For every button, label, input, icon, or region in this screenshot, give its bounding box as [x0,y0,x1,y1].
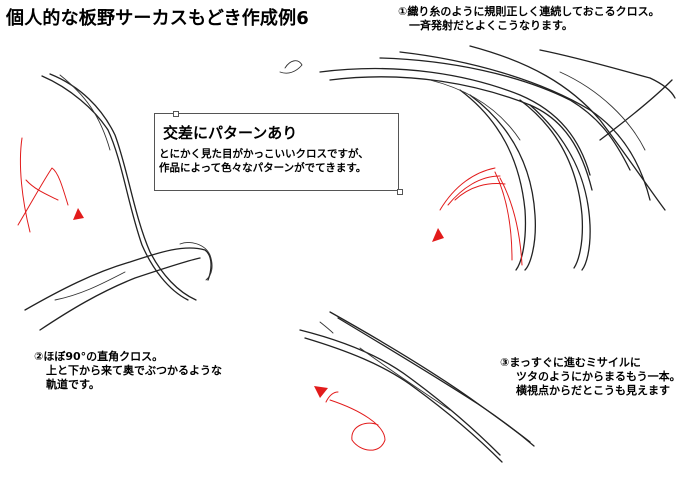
sketch-stroke [429,79,521,141]
sketch-stroke [279,60,303,74]
motion-arrow-stroke [19,137,31,233]
sketch-stroke [337,317,535,447]
note-line: ツタのようにからまるもう一本。 [516,370,680,383]
motion-arrow-stroke [499,177,523,266]
example-2-sketch [24,73,213,331]
example-3-arrow [314,386,386,451]
example-1-sketch [279,45,676,271]
callout-body: とにかく見た目がかっこいいクロスですが、 作品によって色々なパターンがでてきます… [159,147,369,175]
sketch-stroke [399,51,651,201]
motion-arrow-stroke [325,391,339,403]
sketch-stroke [469,94,536,271]
sketch-stroke [379,57,631,171]
callout-heading: 交差にパターンあり [163,124,298,142]
sketch-stroke [319,67,591,176]
example-3-sketch [299,311,535,463]
motion-arrow-stroke [454,183,506,201]
sketch-stroke [469,45,666,211]
callout-resize-handle [173,111,179,117]
motion-arrow-stroke [25,179,59,201]
note-line: 横視点からだとこうも見えます [516,384,670,397]
page-title: 個人的な板野サーカスもどき作成例6 [6,8,310,29]
sketch-stroke [49,73,197,301]
sketch-stroke [459,89,527,271]
callout-line: とにかく見た目がかっこいいクロスですが、 [159,148,369,160]
callout-resize-handle [397,189,403,195]
sketch-stroke [529,104,591,271]
sketch-stroke [519,99,584,269]
motion-arrow-stroke [494,171,513,261]
motion-arrow-stroke [17,167,69,226]
sketch-stroke [179,242,213,281]
sketch-stroke [299,329,501,456]
callout-box: 交差にパターンあり とにかく見た目がかっこいいクロスですが、 作品によって色々な… [154,113,399,191]
note-line: ②ほぼ90°の直角クロス。 [34,350,164,363]
note-weave-cross: ①織り糸のように規則正しく連続しておこるクロス。 一斉発射だとよくこうなります。 [398,5,660,33]
note-line: 軌道です。 [46,378,100,391]
sketch-stroke [41,75,189,301]
sketch-stroke [539,49,676,99]
sketch-stroke [59,74,111,151]
sketch-stroke [359,347,451,411]
note-line: 一斉発射だとよくこうなります。 [409,19,573,32]
note-line: ③まっすぐに進むミサイルに [500,356,641,369]
motion-arrow-stroke [329,399,386,451]
arrow-head [314,386,328,398]
sketch-stroke [329,76,593,191]
note-line: 上と下から来て奥でぶつかるような [46,364,222,377]
sketch-stroke [319,321,334,334]
sketch-stroke [39,257,201,331]
motion-arrow-stroke [439,167,496,211]
note-right-angle-cross: ②ほぼ90°の直角クロス。 上と下から来て奥でぶつかるような 軌道です。 [34,350,222,392]
motion-arrow-stroke [447,175,501,206]
arrow-head [73,208,84,220]
sketch-stroke [559,71,646,151]
sketch-stroke [24,247,212,311]
note-line: ①織り糸のように規則正しく連続しておこるクロス。 [398,5,660,18]
sketch-stroke [304,337,503,463]
callout-line: 作品によって色々なパターンがでてきます。 [159,162,367,174]
note-vine-cross: ③まっすぐに進むミサイルに ツタのようにからまるもう一本。 横視点からだとこうも… [500,356,680,398]
sketch-stroke [54,271,126,301]
arrow-head [432,228,444,242]
sketch-stroke [599,79,673,141]
example-2-arrow [17,137,84,233]
example-1-arrow [432,167,523,266]
